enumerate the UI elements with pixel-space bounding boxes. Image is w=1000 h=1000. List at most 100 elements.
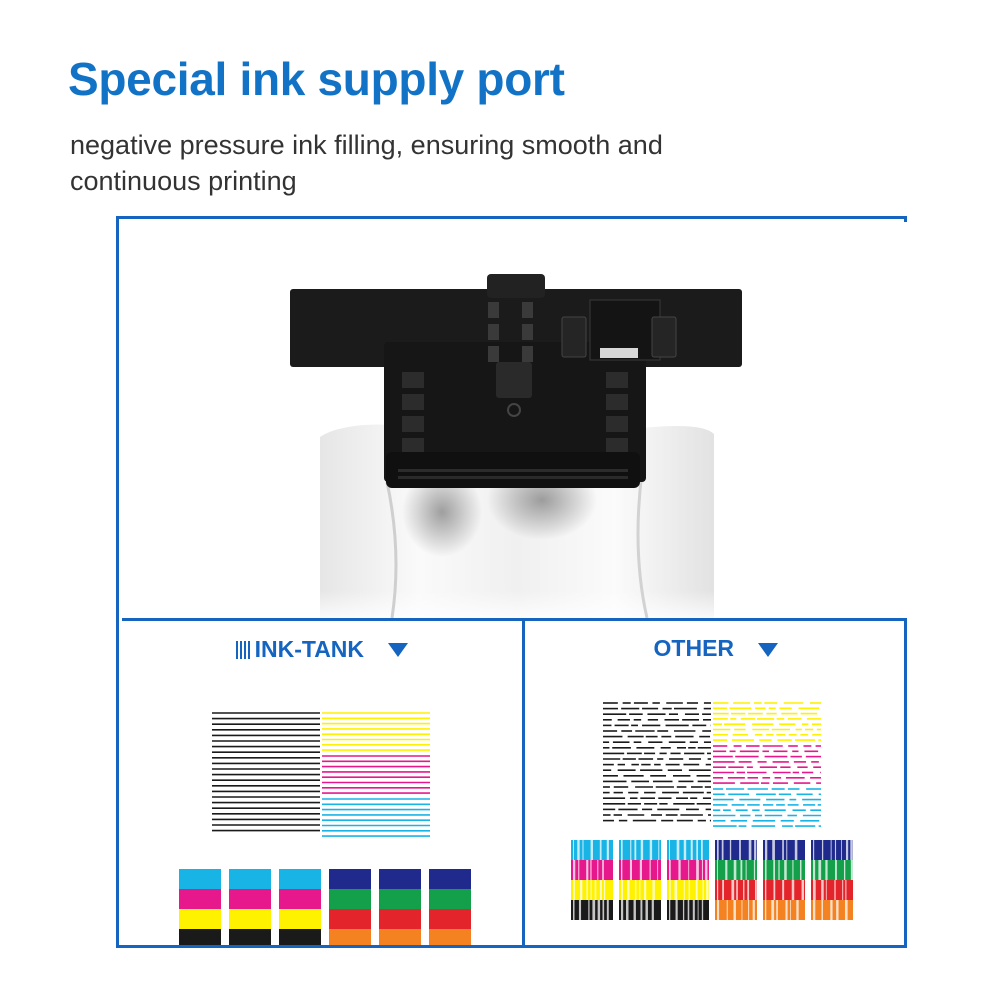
missing-nozzle-streak [669, 880, 671, 900]
missing-nozzle-streak [850, 860, 854, 880]
missing-nozzle-streak [741, 900, 743, 920]
missing-nozzle-streak [765, 860, 767, 880]
color-block [667, 880, 709, 900]
missing-nozzle-streak [630, 840, 632, 860]
color-block [715, 900, 757, 920]
missing-nozzle-streak [573, 900, 575, 920]
logo-bars-icon [235, 640, 250, 659]
color-block [571, 860, 613, 880]
missing-nozzle-streak [626, 880, 630, 900]
missing-nozzle-streak [602, 900, 605, 920]
missing-nozzle-streak [773, 880, 776, 900]
missing-nozzle-streak [765, 840, 768, 860]
missing-nozzle-streak [676, 840, 680, 860]
missing-nozzle-streak [649, 860, 651, 880]
missing-nozzle-streak [687, 900, 690, 920]
missing-nozzle-streak [580, 880, 583, 900]
missing-nozzle-streak [669, 860, 671, 880]
missing-nozzle-streak [791, 880, 795, 900]
missing-nozzle-streak [590, 880, 592, 900]
missing-nozzle-streak [739, 840, 741, 860]
missing-nozzle-streak [629, 860, 633, 880]
missing-nozzle-streak [733, 900, 736, 920]
missing-nozzle-streak [717, 860, 718, 880]
missing-nozzle-streak [586, 880, 588, 900]
missing-nozzle-streak [683, 880, 685, 900]
missing-nozzle-streak [701, 900, 704, 920]
section-divider-vertical [522, 621, 525, 948]
triangle-down-icon [388, 642, 409, 657]
missing-nozzle-streak [748, 900, 750, 920]
color-block [763, 840, 805, 860]
missing-nozzle-streak [717, 840, 719, 860]
missing-nozzle-streak [582, 840, 584, 860]
missing-nozzle-streak [825, 860, 828, 880]
other-nozzle-check-pattern [571, 702, 854, 920]
missing-nozzle-streak [813, 860, 816, 880]
color-block [619, 900, 661, 920]
ink-tank-nozzle-check-pattern [179, 712, 471, 945]
missing-nozzle-streak [818, 860, 822, 880]
color-block [379, 929, 421, 945]
missing-nozzle-streak [683, 840, 687, 860]
color-block [619, 840, 661, 860]
missing-nozzle-streak [799, 860, 802, 880]
missing-nozzle-streak [705, 860, 708, 880]
missing-nozzle-streak [690, 840, 693, 860]
color-block [379, 909, 421, 929]
triangle-down-icon [758, 642, 779, 657]
color-block [379, 869, 421, 889]
missing-nozzle-streak [722, 880, 725, 900]
missing-nozzle-streak [634, 880, 637, 900]
ink-tank-print-panel: INK-TANK [122, 621, 522, 945]
missing-nozzle-streak [801, 880, 804, 900]
missing-nozzle-streak [753, 860, 756, 880]
missing-nozzle-streak [599, 840, 602, 860]
missing-nozzle-streak [792, 860, 794, 880]
missing-nozzle-streak [573, 840, 574, 860]
missing-nozzle-streak [701, 860, 703, 880]
color-block [279, 929, 321, 945]
missing-nozzle-streak [790, 900, 791, 920]
missing-nozzle-streak [842, 880, 844, 900]
missing-nozzle-streak [592, 900, 596, 920]
color-block [763, 900, 805, 920]
color-block [179, 869, 221, 889]
missing-nozzle-streak [736, 880, 738, 900]
section-divider-horizontal [122, 618, 907, 621]
missing-nozzle-streak [729, 840, 732, 860]
missing-nozzle-streak [772, 840, 775, 860]
color-block [279, 869, 321, 889]
missing-nozzle-streak [701, 840, 703, 860]
missing-nozzle-streak [573, 880, 575, 900]
missing-nozzle-streak [651, 900, 654, 920]
missing-nozzle-streak [813, 880, 816, 900]
missing-nozzle-streak [721, 840, 724, 860]
missing-nozzle-streak [692, 900, 695, 920]
missing-nozzle-streak [745, 860, 747, 880]
color-block [429, 869, 471, 889]
color-block [379, 889, 421, 909]
missing-nozzle-streak [784, 860, 787, 880]
missing-nozzle-streak [754, 880, 757, 900]
missing-nozzle-streak [836, 900, 839, 920]
missing-nozzle-streak [606, 840, 609, 860]
missing-nozzle-streak [765, 880, 767, 900]
missing-nozzle-streak [669, 900, 671, 920]
ink-tank-label: INK-TANK [254, 636, 365, 663]
missing-nozzle-streak [731, 880, 735, 900]
missing-nozzle-streak [682, 900, 685, 920]
missing-nozzle-streak [688, 860, 690, 880]
missing-nozzle-streak [776, 900, 778, 920]
color-block [179, 889, 221, 909]
missing-nozzle-streak [725, 860, 728, 880]
missing-nozzle-streak [599, 880, 602, 900]
missing-nozzle-streak [771, 900, 775, 920]
missing-nozzle-streak [669, 840, 670, 860]
missing-nozzle-streak [645, 900, 648, 920]
color-block [179, 929, 221, 945]
missing-nozzle-streak [640, 840, 644, 860]
missing-nozzle-streak [782, 880, 785, 900]
missing-nozzle-streak [652, 880, 655, 900]
color-block [811, 840, 853, 860]
